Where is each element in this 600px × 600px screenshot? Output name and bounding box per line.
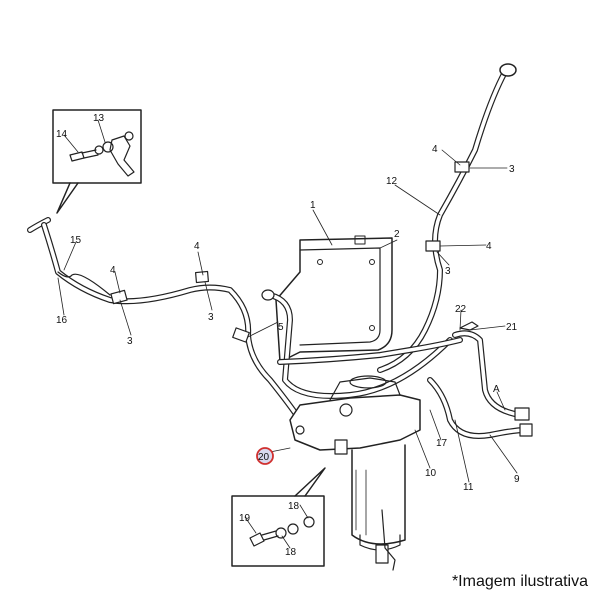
right-top-pipe <box>377 63 517 373</box>
callout-5: 5 <box>278 322 284 333</box>
leader-lines <box>57 119 518 549</box>
fuel-filter-bowl <box>351 444 406 571</box>
callout-18: 18 <box>285 547 297 558</box>
illustrative-image-caption: *Imagem ilustrativa <box>451 573 588 590</box>
filter-head <box>289 375 421 455</box>
callout-20: 20 <box>258 452 270 463</box>
detail-box-top <box>52 109 142 214</box>
callout-4: 4 <box>432 144 438 155</box>
callout-1: 1 <box>310 200 316 211</box>
callout-4: 4 <box>110 265 116 276</box>
highlight-marker <box>256 447 274 465</box>
callout-16: 16 <box>56 315 68 326</box>
callout-18: 18 <box>288 501 300 512</box>
callout-13: 13 <box>93 113 105 124</box>
callout-3: 3 <box>208 312 214 323</box>
callout-12: 12 <box>386 176 398 187</box>
callout-4: 4 <box>486 241 492 252</box>
inner-pipes <box>261 289 463 399</box>
callout-21: 21 <box>506 322 518 333</box>
callout-A: A <box>493 384 500 395</box>
callout-2: 2 <box>394 229 400 240</box>
detail-box-bottom <box>231 467 326 567</box>
right-pipes <box>427 321 533 439</box>
callout-15: 15 <box>70 235 82 246</box>
callout-3: 3 <box>445 266 451 277</box>
callout-labels: 1 2 4 3 12 4 3 4 3 4 3 15 16 5 22 21 A 9… <box>56 113 520 558</box>
callout-11: 11 <box>463 482 474 493</box>
callout-4: 4 <box>194 241 200 252</box>
left-pipe <box>27 217 303 423</box>
callout-9: 9 <box>514 474 520 485</box>
bracket-plate <box>275 235 393 363</box>
callout-19: 19 <box>239 513 251 524</box>
callout-3: 3 <box>509 164 515 175</box>
callout-3: 3 <box>127 336 133 347</box>
callout-10: 10 <box>425 468 437 479</box>
callout-17: 17 <box>436 438 448 449</box>
callout-14: 14 <box>56 129 68 140</box>
callout-22: 22 <box>455 304 467 315</box>
